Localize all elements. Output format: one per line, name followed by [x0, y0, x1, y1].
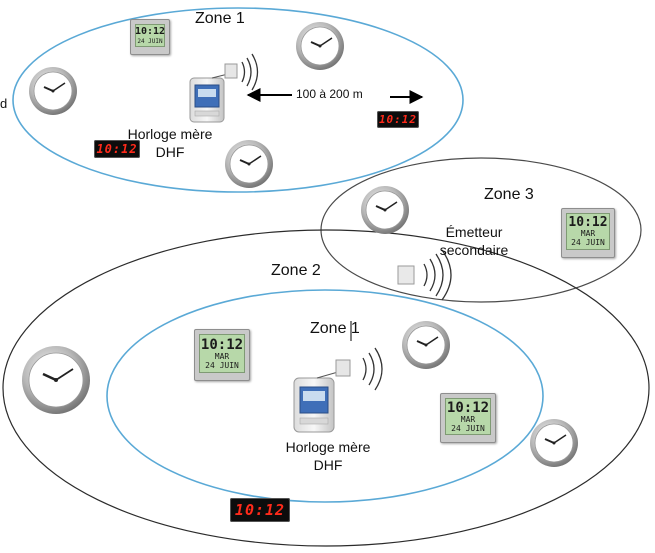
antenna-transmitter	[211, 63, 238, 79]
zone-2-label: Zone 2	[271, 262, 321, 279]
lcd-digital-clock: 10:12 MAR 24 JUIN	[194, 329, 250, 381]
lcd-digital-clock: 10:12 MAR 24 JUIN	[561, 208, 615, 258]
zone-1-inner-label: Zone 1	[310, 320, 360, 337]
analog-clock	[296, 22, 344, 70]
distance-label: 100 à 200 m	[296, 87, 363, 101]
analog-clock	[402, 321, 450, 369]
secondary-transmitter	[397, 265, 415, 285]
radio-waves-icon	[362, 347, 383, 391]
analog-clock	[29, 67, 77, 115]
lcd-digital-clock: 10:12 MAR 24 JUIN	[440, 393, 496, 443]
led-digital-clock: 10:12	[94, 140, 140, 158]
zone-1-top-boundary	[12, 7, 464, 193]
zone-1-inner-boundary	[106, 289, 544, 503]
radio-waves-icon	[423, 249, 452, 301]
cut-off-left-text: d	[0, 96, 8, 111]
analog-clock-large	[22, 346, 90, 414]
secondary-transmitter-label: Émetteur secondaire	[439, 224, 509, 258]
analog-clock	[225, 140, 273, 188]
antenna-transmitter	[316, 359, 351, 379]
zone-2-boundary	[2, 229, 650, 547]
master-clock-label-top: Horloge mère DHF	[127, 126, 213, 160]
master-clock-dhf-device	[293, 377, 335, 433]
zone-1-label: Zone 1	[195, 10, 245, 27]
led-digital-clock: 10:12	[377, 111, 419, 128]
analog-clock	[530, 419, 578, 467]
master-clock-dhf-device	[189, 77, 225, 123]
analog-clock	[361, 186, 409, 234]
radio-waves-icon	[241, 53, 259, 91]
led-digital-clock: 10:12	[230, 498, 290, 522]
lcd-digital-clock: 10:12 24 JUIN	[130, 19, 170, 55]
zone-3-label: Zone 3	[484, 186, 534, 203]
master-clock-label-bottom: Horloge mère DHF	[285, 439, 371, 473]
